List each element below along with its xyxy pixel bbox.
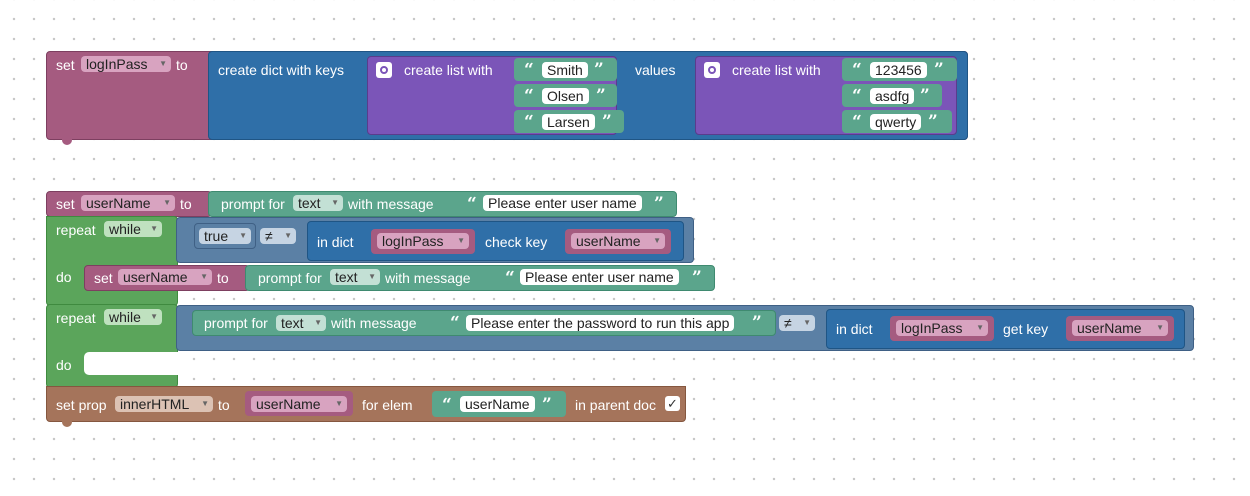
- prompt-for-label: prompt for: [258, 270, 322, 286]
- dropdown-arrow-icon: ▼: [150, 312, 158, 321]
- dropdown-arrow-icon: ▼: [653, 236, 661, 245]
- create-list-label: create list with: [732, 62, 821, 78]
- with-message-label: with message: [385, 270, 471, 286]
- do-label: do: [56, 269, 72, 285]
- variable-dropdown-loginpass[interactable]: logInPass▼: [896, 320, 988, 336]
- dropdown-arrow-icon: ▼: [803, 318, 811, 327]
- quote-open-icon: “: [852, 112, 862, 132]
- elem-text-field[interactable]: userName: [460, 396, 535, 412]
- quote-close-icon: ”: [594, 60, 604, 80]
- dropdown-arrow-icon: ▼: [200, 272, 208, 281]
- quote-open-icon: “: [450, 313, 460, 333]
- gear-icon[interactable]: [704, 62, 720, 78]
- operator-dropdown[interactable]: ≠▼: [260, 228, 296, 244]
- set-label: set: [94, 270, 113, 286]
- variable-dropdown-username[interactable]: userName▼: [81, 195, 175, 211]
- dropdown-arrow-icon: ▼: [314, 318, 322, 327]
- to-label: to: [176, 57, 188, 73]
- dropdown-arrow-icon: ▼: [159, 59, 167, 68]
- check-key-label: check key: [485, 234, 548, 250]
- dropdown-arrow-icon: ▼: [457, 236, 465, 245]
- variable-dropdown-username[interactable]: userName▼: [118, 269, 212, 285]
- quote-close-icon: ”: [692, 268, 702, 288]
- quote-open-icon: “: [467, 194, 477, 214]
- quote-close-icon: ”: [602, 112, 612, 132]
- block-next-notch: [62, 139, 72, 145]
- variable-dropdown-username[interactable]: userName▼: [1072, 320, 1168, 336]
- quote-close-icon: ”: [928, 112, 938, 132]
- quote-close-icon: ”: [542, 395, 552, 415]
- create-dict-label: create dict with keys: [218, 62, 345, 78]
- in-parent-doc-checkbox[interactable]: ✓: [665, 396, 680, 411]
- to-label: to: [217, 270, 229, 286]
- quote-open-icon: “: [524, 60, 534, 80]
- variable-dropdown-username[interactable]: userName▼: [571, 233, 665, 249]
- quote-open-icon: “: [442, 395, 452, 415]
- to-label: to: [218, 397, 230, 413]
- quote-close-icon: ”: [934, 60, 944, 80]
- dropdown-arrow-icon: ▼: [1156, 323, 1164, 332]
- key-text-field[interactable]: Smith: [542, 62, 588, 78]
- empty-do-slot[interactable]: [84, 352, 178, 375]
- quote-close-icon: ”: [752, 313, 762, 333]
- for-elem-label: for elem: [362, 397, 413, 413]
- gear-icon[interactable]: [376, 62, 392, 78]
- to-label: to: [180, 196, 192, 212]
- message-text-field[interactable]: Please enter the password to run this ap…: [466, 315, 735, 331]
- with-message-label: with message: [348, 196, 434, 212]
- values-label: values: [635, 62, 676, 78]
- set-prop-label: set prop: [56, 397, 107, 413]
- in-parent-doc-label: in parent doc: [575, 397, 656, 413]
- dropdown-arrow-icon: ▼: [201, 399, 209, 408]
- dropdown-arrow-icon: ▼: [150, 224, 158, 233]
- property-dropdown[interactable]: innerHTML▼: [115, 396, 213, 412]
- quote-open-icon: “: [524, 86, 534, 106]
- variable-dropdown-loginpass[interactable]: logInPass▼: [81, 56, 171, 72]
- prompt-for-label: prompt for: [204, 315, 268, 331]
- dropdown-arrow-icon: ▼: [331, 198, 339, 207]
- repeat-label: repeat: [56, 310, 96, 326]
- quote-open-icon: “: [852, 60, 862, 80]
- set-label: set: [56, 196, 75, 212]
- dropdown-arrow-icon: ▼: [284, 231, 292, 240]
- repeat-mode-dropdown[interactable]: while▼: [104, 309, 162, 325]
- key-text-field[interactable]: Olsen: [542, 88, 589, 104]
- repeat-mode-dropdown[interactable]: while▼: [104, 221, 162, 237]
- in-dict-label: in dict: [836, 321, 873, 337]
- value-text-field[interactable]: 123456: [870, 62, 927, 78]
- dropdown-arrow-icon: ▼: [368, 272, 376, 281]
- message-text-field[interactable]: Please enter user name: [520, 269, 679, 285]
- operator-dropdown[interactable]: ≠▼: [779, 315, 815, 331]
- with-message-label: with message: [331, 315, 417, 331]
- prompt-type-dropdown[interactable]: text▼: [293, 195, 343, 211]
- dropdown-arrow-icon: ▼: [239, 231, 247, 240]
- get-key-label: get key: [1003, 321, 1049, 337]
- quote-open-icon: “: [524, 112, 534, 132]
- variable-dropdown-loginpass[interactable]: logInPass▼: [377, 233, 469, 249]
- set-label: set: [56, 57, 75, 73]
- quote-close-icon: ”: [654, 194, 664, 214]
- do-label: do: [56, 357, 72, 373]
- repeat-label: repeat: [56, 222, 96, 238]
- quote-close-icon: ”: [596, 86, 606, 106]
- boolean-dropdown[interactable]: true▼: [199, 228, 251, 244]
- prompt-for-label: prompt for: [221, 196, 285, 212]
- quote-close-icon: ”: [920, 86, 930, 106]
- dropdown-arrow-icon: ▼: [335, 399, 343, 408]
- key-text-field[interactable]: Larsen: [542, 114, 595, 130]
- create-list-label: create list with: [404, 62, 493, 78]
- value-text-field[interactable]: asdfg: [870, 88, 915, 104]
- dropdown-arrow-icon: ▼: [163, 198, 171, 207]
- prompt-type-dropdown[interactable]: text▼: [330, 269, 380, 285]
- prompt-type-dropdown[interactable]: text▼: [276, 315, 326, 331]
- dropdown-arrow-icon: ▼: [976, 323, 984, 332]
- message-text-field[interactable]: Please enter user name: [483, 195, 642, 211]
- quote-open-icon: “: [505, 268, 515, 288]
- block-next-notch: [62, 421, 72, 427]
- variable-dropdown-username[interactable]: userName▼: [251, 396, 347, 412]
- value-text-field[interactable]: qwerty: [870, 114, 922, 130]
- quote-open-icon: “: [852, 86, 862, 106]
- in-dict-label: in dict: [317, 234, 354, 250]
